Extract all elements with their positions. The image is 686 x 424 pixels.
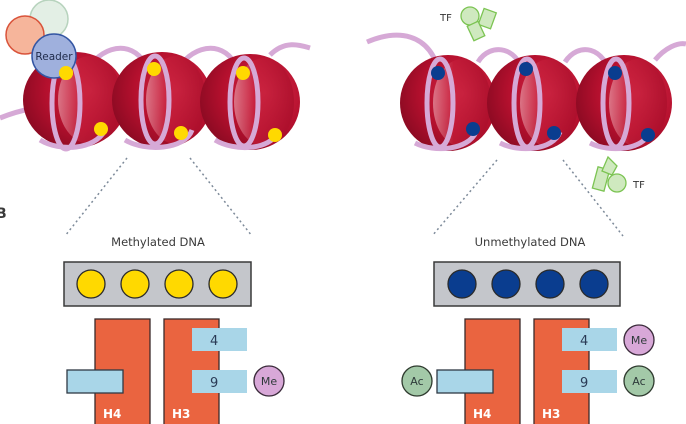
methylated-dna-title: Methylated DNA xyxy=(111,235,205,249)
methyl-dot xyxy=(268,128,282,142)
ac-mark-circle xyxy=(623,365,655,397)
unmethylated-cpg-dot xyxy=(579,269,609,299)
reader-complex: Reader xyxy=(5,0,77,80)
tf-protein-shape xyxy=(460,6,498,42)
h3-label: H3 xyxy=(172,407,190,421)
k4-me-mark-label: Me xyxy=(631,334,647,347)
me-mark-label: Me xyxy=(261,375,277,388)
nucleosome xyxy=(400,55,496,152)
zoom-line xyxy=(431,159,498,237)
me-mark-circle xyxy=(623,324,655,356)
nucleosome xyxy=(200,54,300,151)
unmethyl-dot xyxy=(519,62,533,76)
right-chromatin-array: TF TF xyxy=(366,6,686,237)
h4-label: H4 xyxy=(473,407,491,421)
methylated-cpg-dot xyxy=(120,269,150,299)
tf-top-label: TF xyxy=(439,13,452,24)
panel-letter: B xyxy=(0,206,7,222)
unmethylated-cpg-dot xyxy=(535,269,565,299)
dna-bar-dots xyxy=(447,269,609,299)
transcription-factor-bottom: TF xyxy=(591,155,645,193)
methylated-cpg-dot xyxy=(208,269,238,299)
h3-label: H3 xyxy=(542,407,560,421)
dna-strand xyxy=(268,42,311,57)
h3-tail-k4 xyxy=(192,328,247,351)
methyl-dot xyxy=(59,66,73,80)
reader-label: Reader xyxy=(35,51,73,63)
h4-tail xyxy=(66,369,124,394)
ac-mark-circle xyxy=(401,365,433,397)
unmethylated-cpg-dot xyxy=(491,269,521,299)
h4-tail xyxy=(436,369,494,394)
zoom-line xyxy=(64,157,128,237)
h3-tail-k9 xyxy=(192,370,247,393)
left-chromatin-array: Reader xyxy=(0,0,311,237)
tf-bottom-label: TF xyxy=(632,180,645,191)
methylated-cpg-dot xyxy=(76,269,106,299)
h3-tail-k9-label: 9 xyxy=(210,376,218,391)
unmethylated-dna-title: Unmethylated DNA xyxy=(475,235,586,249)
h3-tail-k4 xyxy=(562,328,617,351)
methylated-cpg-dot xyxy=(164,269,194,299)
nucleosome xyxy=(487,55,583,152)
h4-label: H4 xyxy=(103,407,121,421)
methyl-dot xyxy=(147,62,161,76)
zoom-line xyxy=(189,157,253,237)
right-detail: Unmethylated DNA H4 H3 Ac 4 9 Me Ac xyxy=(401,235,655,424)
methyl-dot xyxy=(94,122,108,136)
tf-protein-shape xyxy=(591,155,627,193)
unmethyl-dot xyxy=(547,126,561,140)
methyl-dot xyxy=(174,126,188,140)
h4-ac-mark-label: Ac xyxy=(410,375,423,388)
unmethylated-cpg-dot xyxy=(447,269,477,299)
nucleosome xyxy=(576,55,672,152)
h3-tail-k9-label: 9 xyxy=(580,376,588,391)
dna-bar-dots xyxy=(76,269,238,299)
h3-tail-k4-label: 4 xyxy=(210,334,218,349)
h3-tail-k4-label: 4 xyxy=(580,334,588,349)
unmethyl-dot xyxy=(641,128,655,142)
methyl-dot xyxy=(236,66,250,80)
nucleosome xyxy=(112,52,212,150)
zoom-line xyxy=(562,159,624,237)
unmethyl-dot xyxy=(608,66,622,80)
me-mark-circle xyxy=(253,365,285,397)
unmethyl-dot xyxy=(431,66,445,80)
transcription-factor-top: TF xyxy=(439,6,498,42)
h3-tail-k9 xyxy=(562,370,617,393)
k9-ac-mark-label: Ac xyxy=(632,375,645,388)
left-detail: Methylated DNA H4 H3 4 9 Me xyxy=(63,235,285,424)
unmethyl-dot xyxy=(466,122,480,136)
dna-strand xyxy=(653,41,686,62)
